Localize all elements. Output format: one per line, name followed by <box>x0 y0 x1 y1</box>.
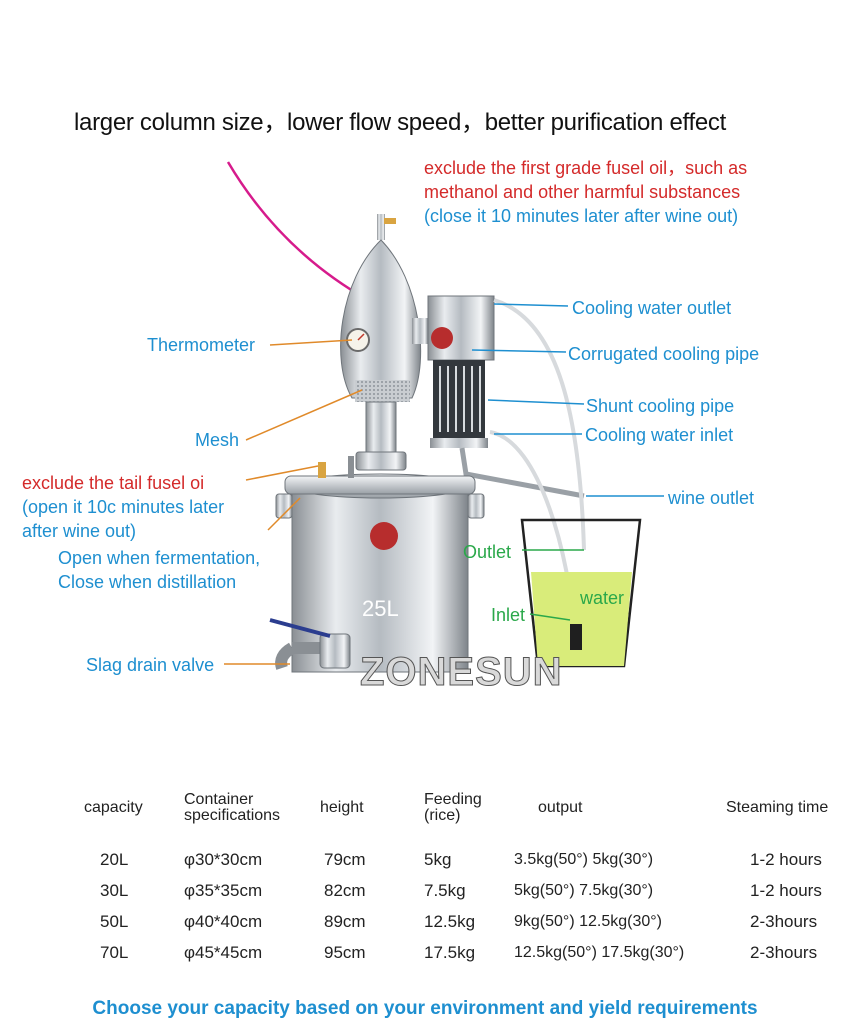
cell-height: 89cm <box>324 911 366 931</box>
th-capacity: capacity <box>84 799 143 816</box>
cell-height: 95cm <box>324 942 366 962</box>
cell-container: φ45*45cm <box>184 942 263 962</box>
cell-container: φ40*40cm <box>184 911 263 931</box>
cell-height: 79cm <box>324 849 366 869</box>
th-height: height <box>320 799 364 816</box>
table-row: 30L φ35*35cm 82cm 7.5kg 5kg(50°) 7.5kg(3… <box>80 875 850 906</box>
th-container: Container specifications <box>180 786 316 830</box>
label-inlet: Inlet <box>491 605 526 625</box>
spec-table: capacity Container specifications height… <box>80 786 850 968</box>
cell-output: 12.5kg(50°) 17.5kg(30°) <box>514 943 685 961</box>
cell-capacity: 20L <box>100 849 129 869</box>
label-slag-drain-valve: Slag drain valve <box>86 655 215 675</box>
fusel-oil-note: exclude the first grade fusel oil，such a… <box>424 156 747 228</box>
headline: larger column size，lower flow speed，bett… <box>74 109 726 136</box>
label-shunt-pipe: Shunt cooling pipe <box>586 396 735 416</box>
cell-capacity: 30L <box>100 880 129 900</box>
label-cooling-inlet: Cooling water inlet <box>585 425 734 445</box>
label-corrugated-pipe: Corrugated cooling pipe <box>568 344 760 364</box>
capacity-mark: 25L <box>362 596 399 621</box>
cell-output: 5kg(50°) 7.5kg(30°) <box>514 881 654 899</box>
brand-watermark: ZONESUN <box>360 650 563 695</box>
table-header-row: capacity Container specifications height… <box>80 786 850 830</box>
table-row: 20L φ30*30cm 79cm 5kg 3.5kg(50°) 5kg(30°… <box>80 844 850 875</box>
cell-feeding: 12.5kg <box>424 911 476 931</box>
cell-steaming: 1-2 hours <box>750 880 822 900</box>
cell-capacity: 70L <box>100 942 129 962</box>
cell-steaming: 2-3hours <box>750 911 818 931</box>
th-container-line-1: Container <box>184 791 254 808</box>
tail-line-3: after wine out) <box>22 521 137 541</box>
label-thermometer: Thermometer <box>147 335 256 355</box>
label-mesh: Mesh <box>195 430 240 450</box>
tail-line-2: (open it 10c minutes later <box>22 497 225 517</box>
th-feeding-line-2: (rice) <box>424 807 461 824</box>
tail-fusel-note: exclude the tail fusel oi (open it 10c m… <box>22 471 224 543</box>
label-outlet: Outlet <box>463 542 512 562</box>
table-row: 50L φ40*40cm 89cm 12.5kg 9kg(50°) 12.5kg… <box>80 906 850 937</box>
cell-steaming: 1-2 hours <box>750 849 822 869</box>
note-line-1: exclude the first grade fusel oil，such a… <box>424 158 748 178</box>
cell-feeding: 17.5kg <box>424 942 476 962</box>
th-output: output <box>538 799 583 816</box>
th-feeding-line-1: Feeding <box>424 791 482 808</box>
ferment-line-1: Open when fermentation, <box>58 548 261 568</box>
th-steaming: Steaming time <box>726 799 829 816</box>
footer-note: Choose your capacity based on your envir… <box>92 998 758 1019</box>
cell-output: 9kg(50°) 12.5kg(30°) <box>514 912 662 930</box>
th-feeding: Feeding (rice) <box>420 786 510 830</box>
cell-output: 3.5kg(50°) 5kg(30°) <box>514 850 654 868</box>
tail-line-1: exclude the tail fusel oi <box>22 473 205 493</box>
label-cooling-outlet: Cooling water outlet <box>572 298 732 318</box>
cell-steaming: 2-3hours <box>750 942 818 962</box>
label-wine-outlet: wine outlet <box>668 488 755 508</box>
cell-height: 82cm <box>324 880 366 900</box>
cell-container: φ30*30cm <box>184 849 263 869</box>
cell-feeding: 7.5kg <box>424 880 466 900</box>
cell-capacity: 50L <box>100 911 129 931</box>
note-line-2: methanol and other harmful substances <box>424 182 741 202</box>
cell-feeding: 5kg <box>424 849 452 869</box>
label-water: water <box>580 588 625 608</box>
ferment-line-2: Close when distillation <box>58 572 237 592</box>
note-line-3: (close it 10 minutes later after wine ou… <box>424 206 739 226</box>
fermentation-note: Open when fermentation, Close when disti… <box>58 546 260 594</box>
cell-container: φ35*35cm <box>184 880 263 900</box>
th-container-line-2: specifications <box>184 807 281 824</box>
table-row: 70L φ45*45cm 95cm 17.5kg 12.5kg(50°) 17.… <box>80 937 850 968</box>
